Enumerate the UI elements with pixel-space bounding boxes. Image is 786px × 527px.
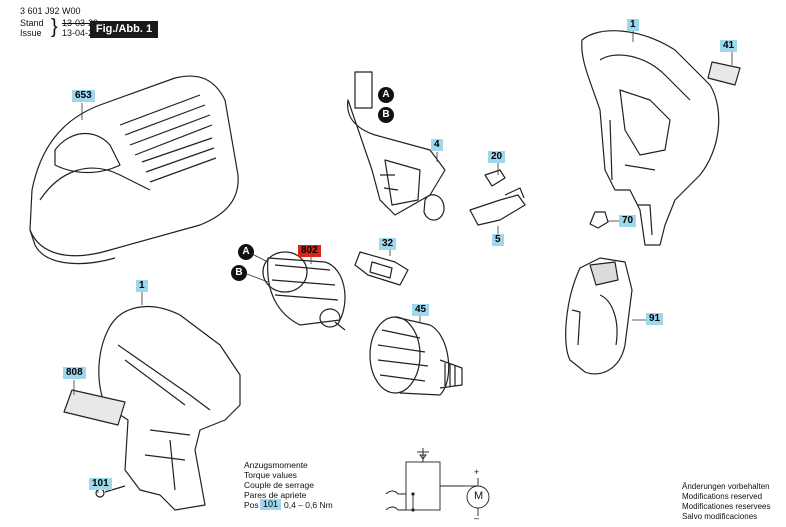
issue-date: 13-04-26: [62, 28, 99, 38]
marker-b-motor: B: [231, 265, 247, 281]
issue-label: Issue: [20, 28, 42, 38]
part-label-802[interactable]: 802: [298, 245, 321, 257]
small-parts-illustration: [469, 169, 526, 226]
part-label-5[interactable]: 5: [492, 234, 504, 246]
torque-line-es: Pares de apriete: [244, 490, 307, 500]
part-label-101[interactable]: 101: [89, 478, 112, 490]
motor-illustration: [262, 251, 346, 331]
part-label-91[interactable]: 91: [646, 313, 664, 325]
leader-lines: [73, 30, 733, 493]
motor-symbol: M: [474, 490, 484, 502]
part-label-41[interactable]: 41: [720, 40, 738, 52]
notice-en: Modifications reserved: [682, 492, 763, 501]
marker-a-motor: A: [238, 244, 254, 260]
part-number: 3 601 J92 W00: [20, 6, 81, 16]
battery-illustration: [565, 257, 633, 375]
part-label-1-left[interactable]: 1: [136, 280, 148, 292]
housing-half-right-illustration: [581, 30, 720, 246]
torque-value: 0,4 – 0,6 Nm: [284, 500, 333, 510]
marker-b-top: B: [378, 107, 394, 123]
part-label-1-top[interactable]: 1: [627, 19, 639, 31]
marker-a-top: A: [378, 87, 394, 103]
brace: }: [51, 16, 58, 38]
gearbox-illustration: [369, 316, 463, 396]
notice-es: Salvo modificaciones: [682, 512, 758, 521]
part-label-32[interactable]: 32: [379, 238, 397, 250]
torque-pos-part[interactable]: 101: [260, 499, 282, 510]
part-label-70[interactable]: 70: [619, 215, 637, 227]
schematic-minus: –: [474, 513, 480, 523]
notice-de: Änderungen vorbehalten: [682, 482, 770, 491]
part-label-20[interactable]: 20: [488, 151, 506, 163]
part-label-45[interactable]: 45: [412, 304, 430, 316]
part-label-653[interactable]: 653: [72, 90, 95, 102]
torque-line-en: Torque values: [244, 470, 297, 480]
part-label-4[interactable]: 4: [431, 139, 443, 151]
charger-illustration: [29, 75, 239, 265]
circuit-schematic: [385, 448, 490, 516]
switch-illustration: [347, 71, 446, 221]
torque-line-fr: Couple de serrage: [244, 480, 314, 490]
part-label-808[interactable]: 808: [63, 367, 86, 379]
slider-illustration: [354, 251, 409, 286]
schematic-plus: +: [474, 467, 480, 477]
notice-fr: Modificationes reservees: [682, 502, 771, 511]
stand-date: 13-03-29: [62, 18, 99, 28]
torque-line-de: Anzugsmomente: [244, 460, 308, 470]
stand-label: Stand: [20, 18, 44, 28]
housing-half-left-illustration: [98, 306, 241, 511]
figure-label: Fig./Abb. 1: [90, 21, 158, 38]
torque-pos-label: Pos: [244, 500, 259, 510]
